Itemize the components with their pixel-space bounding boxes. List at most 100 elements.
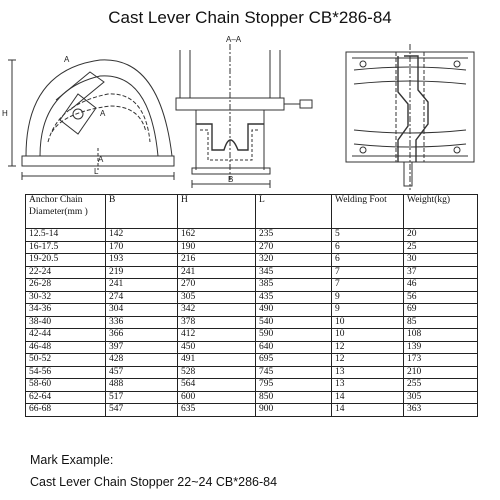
header-cell: B	[105, 194, 178, 229]
table-cell: 42-44	[25, 328, 106, 342]
table-cell: 547	[105, 403, 178, 417]
table-cell: 363	[403, 403, 478, 417]
label-h: H	[2, 109, 8, 118]
page-title: Cast Lever Chain Stopper CB*286-84	[108, 8, 392, 27]
header-cell: Anchor Chain Diameter(mm )	[25, 194, 106, 229]
mark-example-text: Cast Lever Chain Stopper 22~24 CB*286-84	[30, 475, 278, 489]
side-view-drawing	[8, 59, 175, 180]
table-cell: 12.5-14	[25, 228, 106, 242]
table-cell: 345	[255, 265, 332, 279]
table-cell: 745	[255, 365, 332, 379]
label-b: B	[228, 175, 233, 184]
technical-drawings: A–A A A A H L B	[0, 30, 500, 190]
table-cell: 210	[403, 365, 478, 379]
table-cell: 193	[105, 253, 178, 267]
table-cell: 320	[255, 253, 332, 267]
table-cell: 14	[331, 390, 404, 404]
table-cell: 9	[331, 303, 404, 317]
drawing-svg: A–A A A A H L B	[2, 35, 475, 190]
table-cell: 10	[331, 328, 404, 342]
table-cell: 219	[105, 265, 178, 279]
table-cell: 378	[177, 315, 256, 329]
table-cell: 12	[331, 340, 404, 354]
table-cell: 58-60	[25, 378, 106, 392]
table-cell: 69	[403, 303, 478, 317]
table-cell: 564	[177, 378, 256, 392]
table-cell: 13	[331, 365, 404, 379]
table-cell: 304	[105, 303, 178, 317]
table-cell: 342	[177, 303, 256, 317]
table-cell: 22-24	[25, 265, 106, 279]
table-cell: 274	[105, 290, 178, 304]
table-cell: 6	[331, 253, 404, 267]
table-cell: 640	[255, 340, 332, 354]
table-cell: 108	[403, 328, 478, 342]
table-cell: 397	[105, 340, 178, 354]
table-cell: 540	[255, 315, 332, 329]
table-cell: 270	[255, 240, 332, 254]
table-cell: 457	[105, 365, 178, 379]
table-cell: 9	[331, 290, 404, 304]
table-cell: 305	[403, 390, 478, 404]
table-cell: 139	[403, 340, 478, 354]
table-cell: 695	[255, 353, 332, 367]
table-cell: 54-56	[25, 365, 106, 379]
table-cell: 162	[177, 228, 256, 242]
table-cell: 30	[403, 253, 478, 267]
table-cell: 241	[105, 278, 178, 292]
table-cell: 30-32	[25, 290, 106, 304]
label-a-bottom: A	[98, 155, 104, 164]
table-cell: 173	[403, 353, 478, 367]
table-cell: 795	[255, 378, 332, 392]
table-cell: 5	[331, 228, 404, 242]
table-cell: 488	[105, 378, 178, 392]
table-cell: 16-17.5	[25, 240, 106, 254]
table-cell: 235	[255, 228, 332, 242]
table-cell: 6	[331, 240, 404, 254]
table-cell: 336	[105, 315, 178, 329]
table-cell: 13	[331, 378, 404, 392]
table-cell: 46	[403, 278, 478, 292]
table-cell: 25	[403, 240, 478, 254]
header-cell: Welding Foot	[331, 194, 404, 229]
table-cell: 142	[105, 228, 178, 242]
label-a-top: A	[64, 55, 70, 64]
table-cell: 491	[177, 353, 256, 367]
table-cell: 10	[331, 315, 404, 329]
table-cell: 428	[105, 353, 178, 367]
label-l: L	[94, 167, 99, 176]
table-cell: 255	[403, 378, 478, 392]
table-cell: 450	[177, 340, 256, 354]
table-cell: 900	[255, 403, 332, 417]
table-cell: 7	[331, 278, 404, 292]
mark-example-label: Mark Example:	[30, 453, 114, 467]
table-cell: 14	[331, 403, 404, 417]
table-header-row: Anchor Chain Diameter(mm ) B H L Welding…	[25, 194, 478, 229]
table-cell: 85	[403, 315, 478, 329]
header-cell: Weight(kg)	[403, 194, 478, 229]
table-cell: 26-28	[25, 278, 106, 292]
table-cell: 590	[255, 328, 332, 342]
table-cell: 190	[177, 240, 256, 254]
spec-table: Anchor Chain Diameter(mm ) B H L Welding…	[25, 194, 478, 417]
table-cell: 600	[177, 390, 256, 404]
table-cell: 46-48	[25, 340, 106, 354]
table-cell: 62-64	[25, 390, 106, 404]
table-cell: 37	[403, 265, 478, 279]
top-view-drawing	[345, 44, 475, 190]
table-cell: 366	[105, 328, 178, 342]
table-cell: 50-52	[25, 353, 106, 367]
header-cell: L	[255, 194, 332, 229]
table-cell: 490	[255, 303, 332, 317]
